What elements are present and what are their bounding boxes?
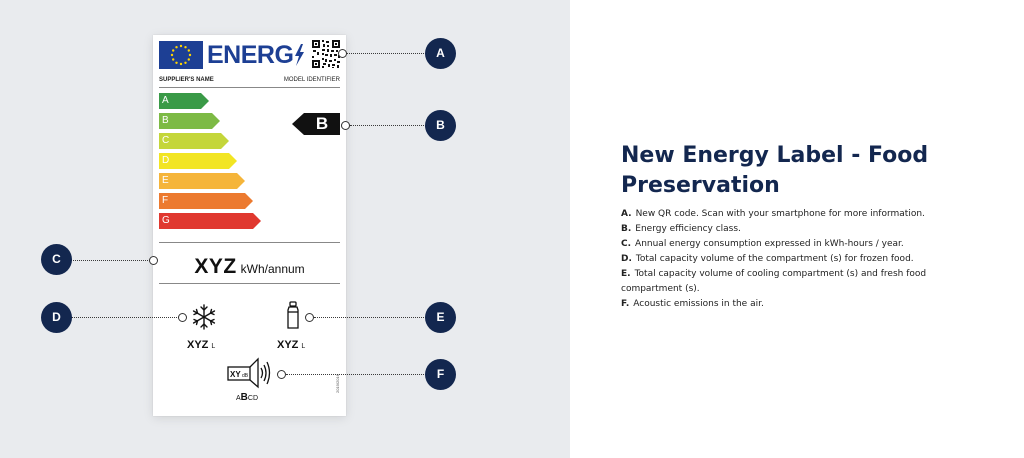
class-bar-e: E [159, 173, 245, 189]
class-bar-c-shape [159, 133, 229, 149]
class-bar-a-shape [159, 93, 209, 109]
frozen-capacity-unit: L [211, 343, 216, 350]
legend-key: D. [621, 254, 632, 264]
model-identifier-label: MODEL IDENTIFIER [283, 77, 340, 83]
legend-list: A.New QR code. Scan with your smartphone… [621, 207, 956, 312]
divider [159, 283, 340, 284]
divider [159, 242, 340, 243]
callout-e-dot [305, 313, 314, 322]
callout-f-dot [277, 370, 286, 379]
class-bar-d-shape [159, 153, 237, 169]
class-bar-b: B [159, 113, 220, 129]
lightning-bolt-icon [295, 44, 304, 66]
current-class-arrow [292, 113, 340, 135]
callout-c-line [71, 260, 150, 261]
noise-classes: ABCD [236, 392, 258, 403]
callout-e-line [314, 317, 426, 318]
energy-brand-text: ENERG [207, 41, 294, 69]
legend-key: A. [621, 209, 632, 219]
callout-a-badge[interactable]: A [425, 38, 456, 69]
legend-text: Annual energy consumption expressed in k… [635, 239, 904, 249]
callout-c-dot [149, 256, 158, 265]
class-bar-f-shape [159, 193, 253, 209]
class-bar-b-label: B [162, 115, 169, 126]
current-class-letter: B [315, 114, 329, 133]
legend-key: E. [621, 269, 631, 279]
regulation-code: 2019/2016 [335, 374, 340, 393]
callout-e-badge[interactable]: E [425, 302, 456, 333]
callout-b-line [350, 125, 426, 126]
noise-class-current: B [240, 392, 248, 403]
legend-text: Total capacity volume of cooling compart… [621, 269, 927, 294]
callout-c-badge[interactable]: C [41, 244, 72, 275]
fresh-capacity-value: XYZ [277, 339, 299, 351]
supplier-name-label: SUPPLIER'S NAME [159, 77, 214, 83]
callout-a-line [346, 53, 426, 54]
callout-d-line [71, 317, 179, 318]
callout-b-dot [341, 121, 350, 130]
noise-unit: dB [242, 373, 249, 379]
qr-code-icon[interactable] [311, 39, 341, 69]
class-bar-f-label: F [162, 195, 169, 206]
legend-text: Acoustic emissions in the air. [633, 299, 764, 309]
noise-class-post: CD [247, 395, 259, 402]
legend-item-c: C.Annual energy consumption expressed in… [621, 237, 956, 252]
legend-item-e: E.Total capacity volume of cooling compa… [621, 267, 956, 297]
energy-class-scale: A B C D E F G [159, 93, 269, 233]
legend-item-b: B.Energy efficiency class. [621, 222, 956, 237]
description-panel [570, 0, 1024, 458]
eu-flag-icon [159, 41, 203, 69]
class-bar-g-label: G [162, 215, 170, 226]
callout-f-badge[interactable]: F [425, 359, 456, 390]
class-bar-d-label: D [162, 155, 170, 166]
divider [159, 87, 340, 88]
legend-text: Energy efficiency class. [635, 224, 741, 234]
class-bar-f: F [159, 193, 253, 209]
class-bar-c-label: C [162, 135, 170, 146]
legend-item-f: F.Acoustic emissions in the air. [621, 297, 956, 312]
consumption-unit: kWh/annum [240, 262, 305, 276]
page-title: New Energy Label - Food Preservation [621, 143, 929, 198]
class-bar-g: G [159, 213, 261, 229]
class-bar-g-shape [159, 213, 261, 229]
consumption-value: XYZ [194, 255, 237, 278]
snowflake-icon [192, 304, 216, 330]
frozen-capacity-value: XYZ [187, 339, 209, 351]
noise-class-pre: A [236, 395, 241, 402]
legend-key: F. [621, 299, 630, 309]
speaker-icon: XY dB [227, 357, 271, 389]
fresh-capacity-unit: L [301, 343, 306, 350]
callout-f-line [286, 374, 426, 375]
callout-b-badge[interactable]: B [425, 110, 456, 141]
bottle-icon [287, 301, 299, 329]
legend-text: New QR code. Scan with your smartphone f… [635, 209, 925, 219]
callout-d-badge[interactable]: D [41, 302, 72, 333]
class-bar-a-label: A [162, 95, 169, 106]
class-bar-d: D [159, 153, 237, 169]
legend-key: B. [621, 224, 632, 234]
class-bar-c: C [159, 133, 229, 149]
legend-item-a: A.New QR code. Scan with your smartphone… [621, 207, 956, 222]
class-bar-a: A [159, 93, 209, 109]
callout-a-dot [338, 49, 347, 58]
energy-label-card: ENERG SUPPLIER'S NAME MODEL IDENTIFIER A [153, 35, 346, 416]
class-bar-e-label: E [162, 175, 169, 186]
callout-d-dot [178, 313, 187, 322]
noise-value: XY [230, 370, 241, 379]
legend-text: Total capacity volume of the compartment… [635, 254, 914, 264]
class-bar-e-shape [159, 173, 245, 189]
class-bar-b-shape [159, 113, 220, 129]
legend-key: C. [621, 239, 632, 249]
legend-item-d: D.Total capacity volume of the compartme… [621, 252, 956, 267]
